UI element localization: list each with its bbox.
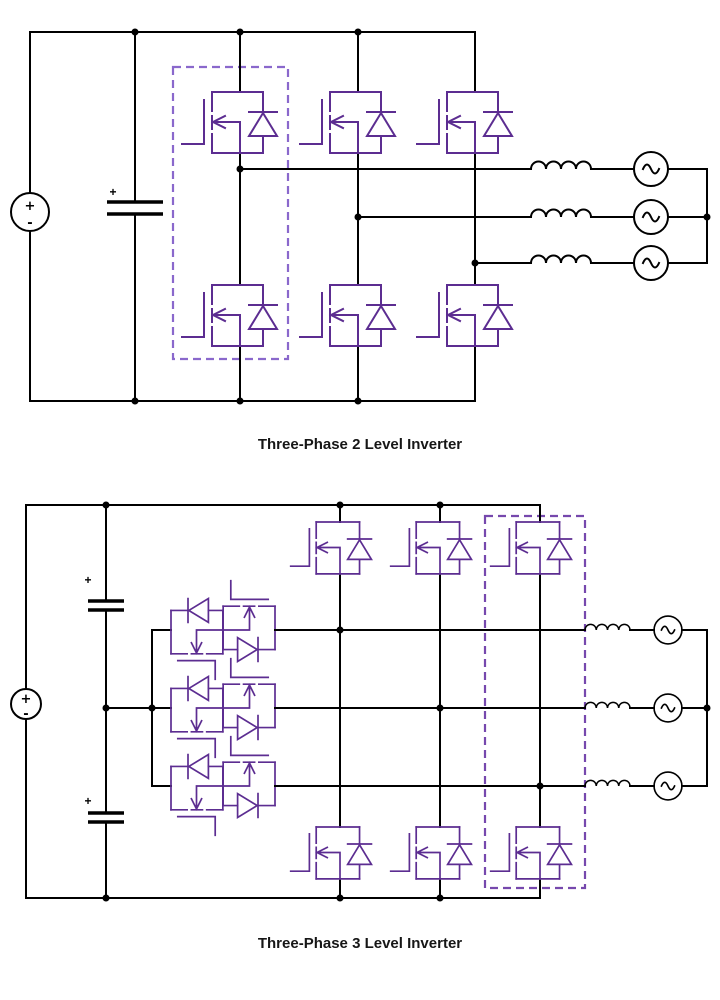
mosfet-diode-switch-icon <box>222 735 276 819</box>
polarity-minus-label: - <box>23 707 28 722</box>
bidirectional-switch-row-c <box>170 735 276 837</box>
mosfet-diode-switch-icon <box>299 91 396 154</box>
mosfet-diode-switch-icon <box>222 579 276 663</box>
mosfet-diode-switch-icon <box>416 284 513 347</box>
mosfet-diode-switch-icon <box>389 521 473 575</box>
ac-source-icon <box>653 693 683 723</box>
inductor-icon <box>530 208 592 218</box>
polarity-plus-label: + <box>84 794 91 808</box>
diagram-caption: Three-Phase 2 Level Inverter <box>258 436 462 453</box>
bidirectional-switch-row-b <box>170 657 276 759</box>
ac-source-icon <box>633 199 669 235</box>
diagram-caption: Three-Phase 3 Level Inverter <box>258 935 462 952</box>
mosfet-diode-switch-icon <box>170 675 224 759</box>
junction-dots <box>102 501 711 902</box>
inductor-icon <box>530 160 592 170</box>
phase-output-c <box>474 245 708 281</box>
mosfet-diode-switch-icon <box>181 284 278 347</box>
polarity-plus-label: + <box>109 185 116 199</box>
mosfet-diode-switch-icon <box>181 91 278 154</box>
phase-output-b <box>274 693 708 723</box>
inductor-icon <box>584 701 631 709</box>
phase-output-a <box>239 151 708 187</box>
bidirectional-switch-row-a <box>170 579 276 681</box>
dc-source-icon <box>10 688 42 720</box>
inductor-icon <box>584 623 631 631</box>
junction-dots <box>131 28 711 405</box>
capacitor-icon <box>88 811 124 824</box>
ac-source-icon <box>653 615 683 645</box>
capacitor-icon <box>88 599 124 612</box>
ac-source-icon <box>633 245 669 281</box>
capacitor-icon <box>107 200 163 216</box>
mosfet-diode-switch-icon <box>489 826 573 880</box>
mosfet-diode-switch-icon <box>289 521 373 575</box>
mosfet-diode-switch-icon <box>289 826 373 880</box>
dc-link-capacitor: + <box>107 31 163 402</box>
wire <box>105 629 172 787</box>
phase-output-c <box>274 771 708 801</box>
leg-highlight-box <box>171 65 290 361</box>
two-level-inverter: + - + <box>10 28 711 453</box>
polarity-plus-label: + <box>25 199 36 214</box>
phase-output-b <box>357 199 708 235</box>
neutral-point-rail <box>105 629 172 787</box>
mosfet-diode-switch-icon <box>416 91 513 154</box>
phase-leg-b <box>389 504 473 899</box>
leg-highlight-box <box>483 514 587 890</box>
inductor-icon <box>584 779 631 787</box>
dc-source-icon <box>10 192 50 232</box>
mosfet-diode-switch-icon <box>222 657 276 741</box>
mosfet-diode-switch-icon <box>299 284 396 347</box>
phase-leg-a <box>181 31 278 402</box>
mosfet-diode-switch-icon <box>170 753 224 837</box>
mosfet-diode-switch-icon <box>170 597 224 681</box>
polarity-minus-label: - <box>27 216 32 231</box>
polarity-plus-label: + <box>84 573 91 587</box>
mosfet-diode-switch-icon <box>389 826 473 880</box>
phase-output-a <box>274 615 708 645</box>
polarity-plus-label: + <box>21 692 32 707</box>
phase-leg-a <box>289 504 373 899</box>
inductor-icon <box>530 254 592 264</box>
ac-source-icon <box>653 771 683 801</box>
ac-source-icon <box>633 151 669 187</box>
mosfet-diode-switch-icon <box>489 521 573 575</box>
dc-source: + - <box>10 504 42 899</box>
three-level-inverter: + - + + <box>10 501 711 952</box>
dc-source: + - <box>10 31 50 402</box>
phase-leg-c <box>489 504 573 899</box>
split-dc-link-capacitors: + + <box>84 504 124 899</box>
